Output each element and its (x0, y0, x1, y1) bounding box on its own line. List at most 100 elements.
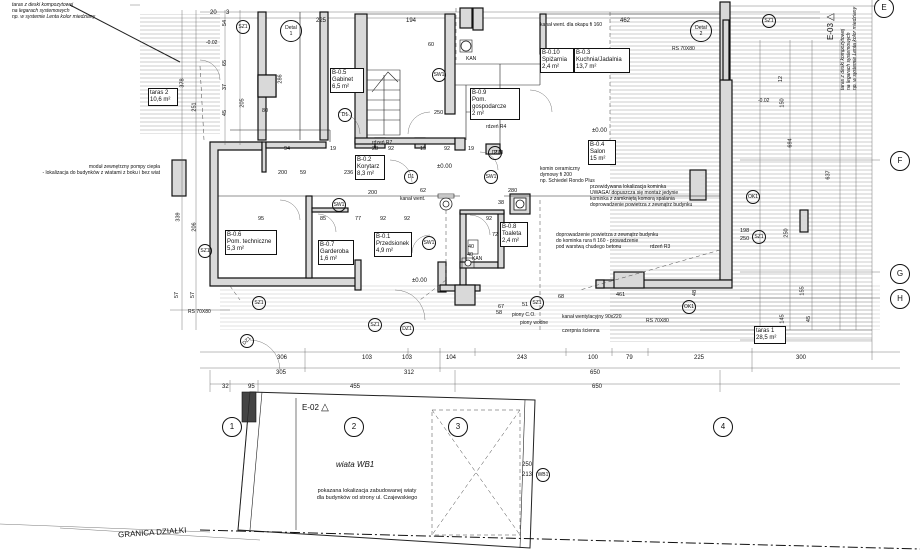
dim-v-0: 378 (179, 78, 186, 88)
dim-row1-6: 79 (626, 355, 633, 361)
note-pion-co: piony C.O. (512, 312, 536, 318)
axis-2: 2 (344, 417, 364, 437)
right-axis-lines (700, 0, 880, 360)
sym-dz1-b: DZ1 (400, 322, 414, 336)
sym-sw1-b: SW1 (332, 198, 346, 212)
dim-row1-3: 104 (446, 355, 457, 361)
dim-row1-1: 103 (362, 355, 373, 361)
dim-v-6: 37 (222, 83, 229, 91)
sym-d1-b: D1 (404, 170, 418, 184)
level-2: ±0.00 (592, 128, 607, 134)
note-terrace-left: taras z deski kompozytowej na legarach s… (12, 2, 96, 20)
dim-row3-0: 32 (222, 384, 229, 390)
dim-int-11: 92 (486, 216, 493, 222)
triangle-icon: △ (321, 402, 329, 413)
dim-int-31: 68 (558, 294, 565, 300)
dim-int-4: 92 (444, 146, 451, 152)
dim-row2-0: 305 (276, 370, 287, 376)
dim-int-18: 40 (467, 252, 474, 258)
dim-row1-2: 103 (402, 355, 413, 361)
dim-int-21: 200 (278, 170, 288, 176)
terrace-2-decking (140, 14, 220, 134)
level-5: -0.02 (758, 98, 770, 104)
sym-sz1-e: SZ1 (236, 20, 250, 34)
dim-int-5: 19 (468, 146, 475, 152)
dim-row3-1: 95 (248, 384, 255, 390)
note-rdzen-r4: rdzeń R4 (486, 124, 507, 130)
dim-int-30: 461 (616, 292, 626, 298)
section-e02: E-02 △ (302, 402, 329, 413)
bottom-dim-lines (200, 348, 900, 392)
dim-row1-7: 225 (694, 355, 705, 361)
dim-row2-1: 312 (404, 370, 415, 376)
boundary-label: GRANICA DZIAŁKI (117, 525, 187, 540)
dim-top-194: 194 (406, 18, 417, 24)
dim-int-26: 198 (740, 228, 750, 234)
axis-1: 1 (222, 417, 242, 437)
terrace-lower-decking (220, 285, 880, 330)
dim-v-7: 57 (174, 291, 181, 299)
sym-d1-a: D1 (338, 108, 352, 122)
axis-e: E (874, 0, 894, 18)
note-fireplace-loc: przewidywana lokalizacja kominka UWAGA! … (590, 184, 693, 208)
dim-row1-4: 243 (517, 355, 528, 361)
dim-row3-2: 455 (350, 384, 361, 390)
dim-int-10: 92 (404, 216, 411, 222)
dim-int-20: 58 (496, 310, 503, 316)
dim-v-19: 48 (692, 289, 699, 297)
axis-4: 4 (713, 417, 733, 437)
dim-int-15: 72 (492, 232, 499, 238)
dim-int-33: 62 (420, 188, 427, 194)
dim-int-22: 200 (368, 190, 378, 196)
section-e03: E-03 △ (825, 13, 836, 40)
dim-v-18: 45 (806, 315, 813, 323)
dim-row2-2: 650 (590, 370, 601, 376)
plot-boundary (69, 4, 181, 63)
note-czerpnia: czerpnia ścienna (562, 328, 600, 334)
note-kan-went: kanał went. (400, 196, 426, 202)
note-kan-1: KAN (466, 56, 477, 62)
dim-int-14: 38 (498, 200, 505, 206)
carport (59, 391, 536, 549)
axis-g: G (890, 264, 910, 284)
dim-v-13: 12 (778, 75, 785, 83)
note-pion-wod: piony wodne (520, 320, 549, 326)
sym-sz1-g: SZ1 (762, 14, 776, 28)
dim-int-7: 95 (258, 216, 265, 222)
fixtures (437, 39, 479, 269)
dim-top-20: 20 (210, 10, 217, 16)
dim-int-25: 80 (262, 108, 269, 114)
dim-v-8: 57 (190, 291, 197, 299)
dim-v-1: 339 (175, 212, 182, 222)
dim-v-4: 286 (277, 74, 284, 84)
dim-int-19: 51 (522, 302, 529, 308)
note-rs-1: RS 70X80 (672, 46, 695, 52)
dim-row3-3: 650 (592, 384, 603, 390)
dim-top-3: 3 (226, 10, 230, 16)
level-1: ±0.00 (437, 164, 452, 170)
pipes (199, 8, 721, 330)
carport-note: pokazana lokalizacja zabudowanej wiaty d… (316, 488, 418, 501)
dim-v-11: 45 (222, 109, 229, 117)
note-air-supply: doprowadzenie powietrza z zewnątrz budyn… (556, 232, 659, 250)
note-heat-pump: moduł zewnętrzny pompy ciepła - lokaliza… (42, 164, 160, 176)
dim-int-6: 28 (372, 146, 379, 152)
note-rdzen-r3: rdzeń R3 (650, 244, 671, 250)
dim-v-2: 251 (191, 102, 198, 112)
sym-sz1-c: SZ1 (368, 318, 382, 332)
dim-int-3: 19 (420, 146, 427, 152)
axis-h: H (890, 289, 910, 309)
note-vent-channel: kanał went. dla okapu fi 160 (540, 22, 602, 28)
sym-wb1: WB1 (536, 468, 550, 482)
sym-sw1-c: SW1 (422, 236, 436, 250)
